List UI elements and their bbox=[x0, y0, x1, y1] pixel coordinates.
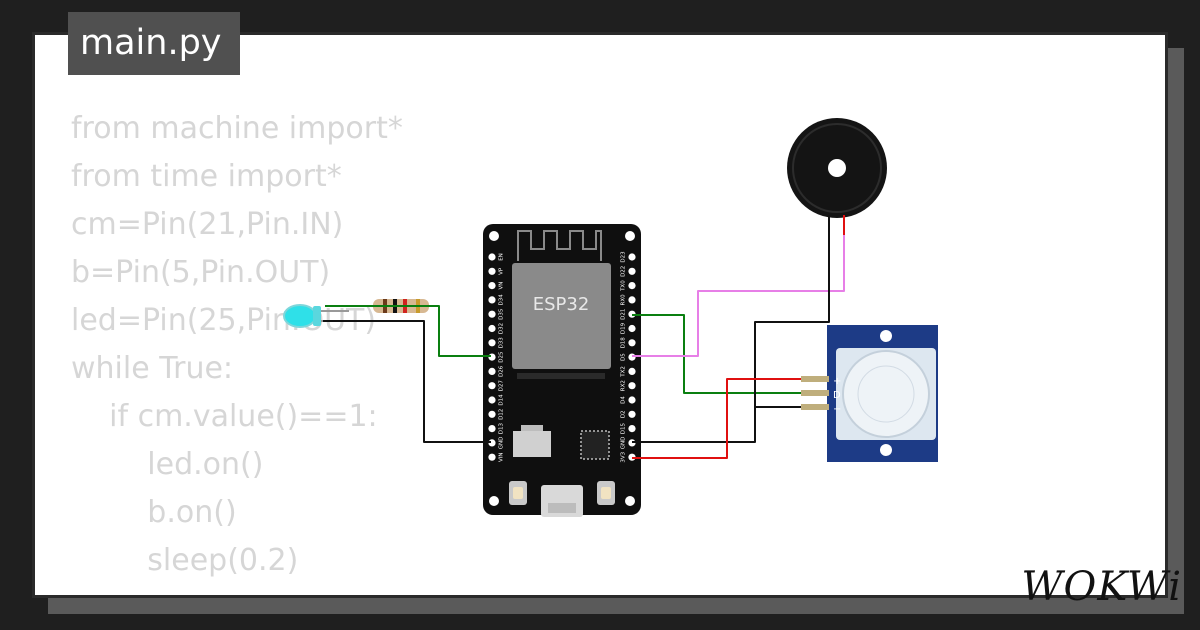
pin-label: EN bbox=[499, 253, 505, 261]
code-line: led.on() bbox=[71, 447, 264, 482]
pin-label: RX0 bbox=[621, 294, 627, 306]
pin-label: D34 bbox=[499, 294, 505, 306]
wire-buzzer-gnd[interactable] bbox=[632, 235, 830, 443]
pin-label: D14 bbox=[499, 394, 505, 406]
pin-label: D33 bbox=[499, 337, 505, 349]
pin-hole[interactable] bbox=[488, 310, 496, 318]
pin-hole[interactable] bbox=[488, 410, 496, 418]
pin-hole[interactable] bbox=[628, 396, 636, 404]
pin-label: D19 bbox=[621, 322, 627, 334]
pin-hole[interactable] bbox=[628, 282, 636, 290]
pin-label: VN bbox=[499, 282, 505, 290]
pin-hole[interactable] bbox=[488, 396, 496, 404]
pin-hole[interactable] bbox=[628, 339, 636, 347]
pin-hole[interactable] bbox=[628, 267, 636, 275]
code-line: if cm.value()==1: bbox=[71, 399, 378, 434]
pin-label: D27 bbox=[499, 380, 505, 392]
pin-label: D15 bbox=[621, 422, 627, 434]
pin-label: GND bbox=[621, 437, 627, 450]
pin-hole[interactable] bbox=[628, 367, 636, 375]
pin-label: GND bbox=[499, 437, 505, 450]
pin-hole[interactable] bbox=[488, 282, 496, 290]
chip-label: ESP32 bbox=[533, 294, 590, 315]
pin-label: D25 bbox=[499, 351, 505, 363]
pin-label: VP bbox=[499, 267, 505, 275]
pin-hole[interactable] bbox=[488, 382, 496, 390]
code-block: from machine import* from time import* cm=… bbox=[71, 105, 403, 595]
esp32-board[interactable]: ESP32 ENVPVND34D35D32D33D25D26D27D14D12D… bbox=[483, 224, 641, 517]
pin-hole[interactable] bbox=[628, 324, 636, 333]
code-line: while True: bbox=[71, 351, 234, 386]
code-line: else: bbox=[71, 585, 403, 595]
pin-hole[interactable] bbox=[488, 425, 496, 433]
pin-hole[interactable] bbox=[488, 339, 496, 347]
pin-label: D21 bbox=[621, 309, 627, 320]
buzzer[interactable] bbox=[787, 118, 887, 235]
pir-label-vcc: + bbox=[833, 376, 841, 387]
pin-label: D5 bbox=[621, 353, 627, 361]
pin-hole[interactable] bbox=[488, 253, 496, 261]
pin-label: D18 bbox=[621, 337, 627, 349]
pin-hole[interactable] bbox=[488, 453, 496, 461]
pir-sensor[interactable]: + D − bbox=[801, 325, 938, 462]
code-line: b=Pin(5,Pin.OUT) bbox=[71, 255, 331, 290]
code-line: b.on() bbox=[71, 495, 237, 530]
pin-label: VIN bbox=[499, 452, 505, 462]
wire-pir-data-d21[interactable] bbox=[632, 314, 801, 394]
code-line: cm=Pin(21,Pin.IN) bbox=[71, 207, 344, 242]
wires bbox=[323, 235, 845, 459]
pin-hole[interactable] bbox=[628, 425, 636, 433]
pin-label: D22 bbox=[621, 266, 627, 277]
pin-hole[interactable] bbox=[628, 353, 636, 361]
pin-hole[interactable] bbox=[488, 324, 496, 333]
wokwi-logo: WOKWi bbox=[1021, 564, 1182, 610]
wire-led-gnd[interactable] bbox=[323, 320, 491, 443]
file-tab[interactable]: main.py bbox=[68, 12, 240, 75]
led[interactable] bbox=[283, 304, 349, 328]
pin-hole[interactable] bbox=[488, 267, 496, 275]
code-line: from machine import* bbox=[71, 111, 403, 146]
pir-label-gnd: − bbox=[833, 404, 841, 415]
pin-label: D35 bbox=[499, 308, 505, 320]
circuit-diagram: ESP32 ENVPVND34D35D32D33D25D26D27D14D12D… bbox=[283, 118, 938, 517]
pin-label: 3V3 bbox=[621, 451, 627, 462]
preview-card: from machine import* from time import* cm=… bbox=[32, 32, 1168, 598]
pin-hole[interactable] bbox=[488, 367, 496, 375]
pin-label: D12 bbox=[499, 409, 505, 420]
pin-label: D4 bbox=[621, 396, 627, 404]
pin-label: TX2 bbox=[621, 366, 627, 378]
pir-label-data: D bbox=[833, 390, 841, 401]
pin-hole[interactable] bbox=[488, 353, 496, 361]
pin-label: D13 bbox=[499, 422, 505, 434]
code-line: from time import* bbox=[71, 159, 342, 194]
pin-label: TX0 bbox=[621, 280, 627, 292]
wire-buzzer-d5[interactable] bbox=[632, 235, 845, 357]
pin-label: D2 bbox=[621, 410, 627, 418]
pin-label: RX2 bbox=[621, 380, 627, 391]
pin-hole[interactable] bbox=[628, 296, 636, 304]
code-line: sleep(0.2) bbox=[71, 543, 299, 578]
pin-label: D26 bbox=[499, 365, 505, 377]
wire-pir-vcc[interactable] bbox=[632, 378, 801, 459]
pin-hole[interactable] bbox=[488, 296, 496, 304]
pin-hole[interactable] bbox=[628, 382, 636, 390]
pin-hole[interactable] bbox=[628, 410, 636, 418]
pin-label: D23 bbox=[621, 251, 627, 263]
pin-hole[interactable] bbox=[628, 253, 636, 261]
pin-label: D32 bbox=[499, 323, 505, 334]
wire-led-d25[interactable] bbox=[325, 305, 491, 357]
